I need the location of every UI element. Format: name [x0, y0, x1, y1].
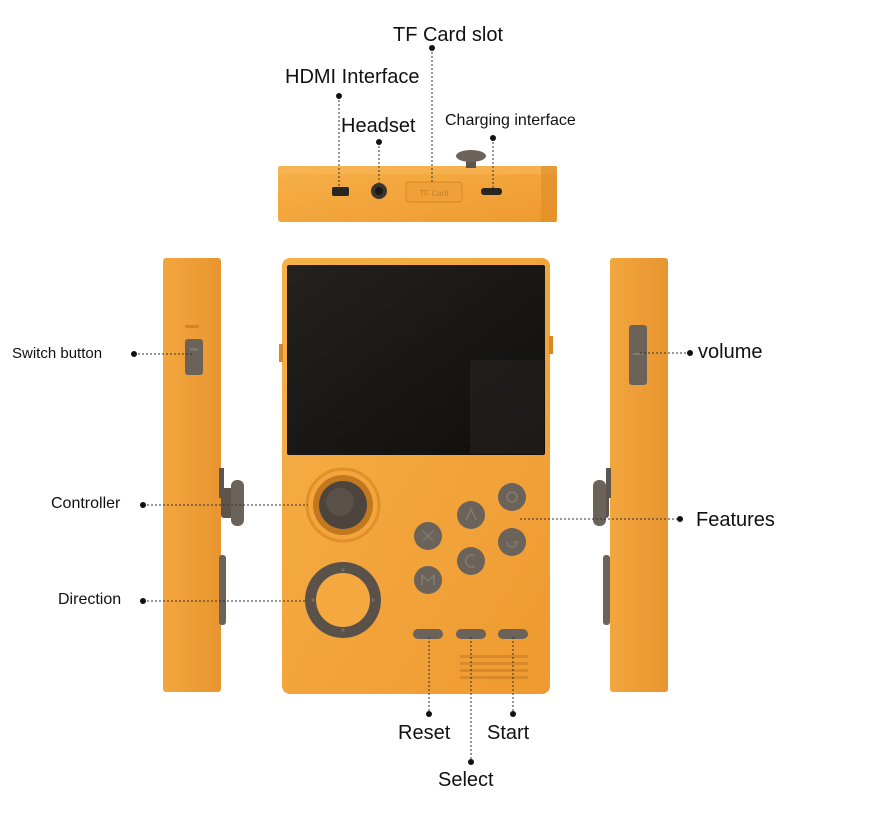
leader-lines	[134, 48, 690, 762]
label-charging-interface: Charging interface	[445, 112, 576, 129]
tf-slot-marking: TF Card	[419, 189, 448, 198]
left-side-view	[163, 258, 244, 692]
label-start: Start	[487, 722, 530, 744]
top-view: TF Card	[278, 150, 557, 222]
label-headset: Headset	[341, 115, 416, 137]
label-select: Select	[438, 769, 494, 791]
label-controller: Controller	[51, 495, 121, 512]
label-features: Features	[696, 509, 775, 531]
front-view	[279, 258, 553, 694]
right-side-view	[593, 258, 668, 692]
label-hdmi-interface: HDMI Interface	[285, 66, 420, 88]
label-switch-button: Switch button	[12, 345, 103, 362]
label-tf-card-slot: TF Card slot	[393, 24, 504, 46]
label-direction: Direction	[58, 591, 122, 608]
label-volume: volume	[698, 341, 763, 363]
leader-dots	[131, 45, 693, 765]
label-reset: Reset	[398, 722, 451, 744]
